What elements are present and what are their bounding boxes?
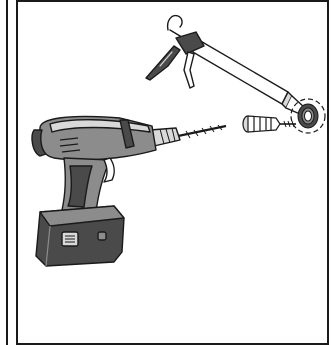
battery-pack-icon: [36, 206, 124, 266]
caulking-gun-icon: [146, 16, 305, 114]
wall-plug-icon: [243, 116, 296, 132]
cordless-drill-icon: [32, 116, 226, 266]
drill-bit-icon: [178, 125, 226, 138]
sealant-ring-icon: [291, 99, 325, 133]
